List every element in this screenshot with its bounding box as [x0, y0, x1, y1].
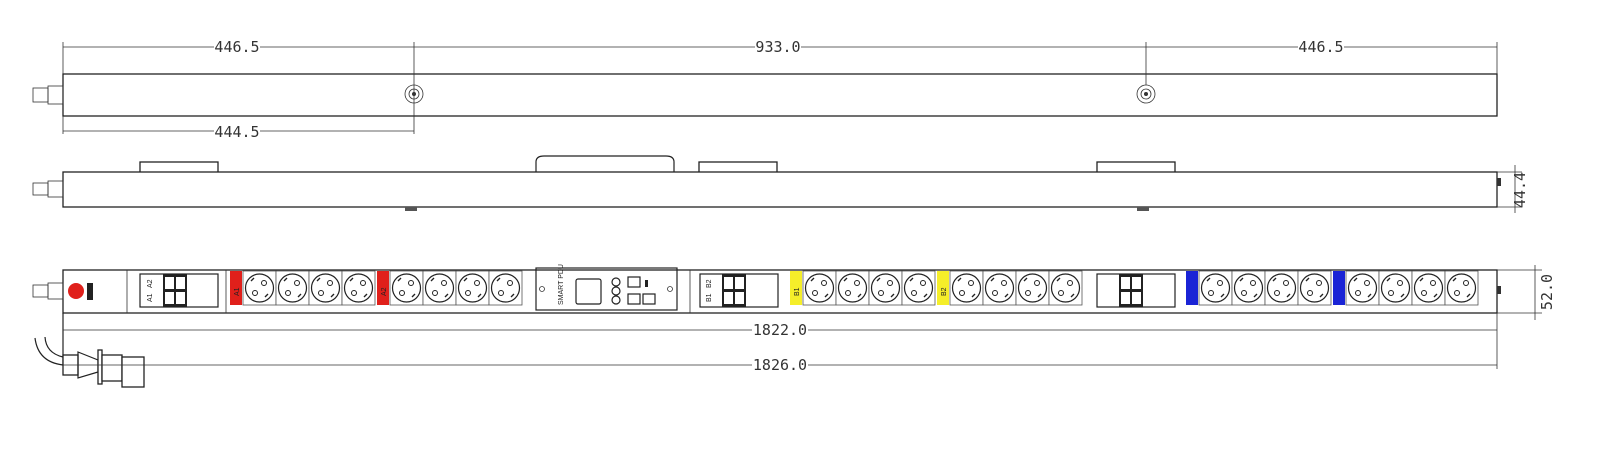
network-port-icon[interactable]: [627, 276, 641, 288]
dim-top-left: 446.5: [214, 38, 259, 56]
breaker-label-b1: B1: [706, 293, 713, 302]
outlet-socket[interactable]: [422, 270, 457, 306]
outlet-socket[interactable]: [308, 270, 343, 306]
dim-inner-length: 1822.0: [753, 321, 807, 339]
outlet-socket[interactable]: [455, 270, 490, 306]
outlet-socket[interactable]: [868, 270, 903, 306]
outlet-socket[interactable]: [949, 270, 984, 306]
breaker-label-b2: B2: [706, 279, 713, 288]
breaker-label-a2: A2: [147, 279, 154, 288]
outlet-socket[interactable]: [242, 270, 277, 306]
breaker-c[interactable]: [1096, 273, 1176, 308]
outlet-socket[interactable]: [1231, 270, 1266, 306]
group-label: B2: [941, 287, 948, 296]
outlet-socket[interactable]: [982, 270, 1017, 306]
monitor-module: SMART PDU: [535, 264, 678, 311]
outlet-socket[interactable]: [802, 270, 837, 306]
monitor-label: SMART PDU: [558, 264, 565, 305]
outlet-socket[interactable]: [1297, 270, 1332, 306]
group-label: A1: [234, 287, 241, 296]
outlet-group: B1: [790, 270, 936, 306]
outlet-socket[interactable]: [389, 270, 424, 306]
cable-gland: [32, 85, 64, 105]
breaker-label-a1: A1: [147, 293, 154, 302]
display-screen: [575, 278, 602, 305]
outlet-socket[interactable]: [1345, 270, 1380, 306]
handle: [535, 155, 675, 173]
top-view-body: [62, 73, 1498, 117]
network-port-icon[interactable]: [642, 293, 656, 305]
outlet-group: A1: [230, 270, 376, 306]
outlet-socket[interactable]: [1198, 270, 1233, 306]
group-label: B1: [794, 287, 801, 296]
outlet-socket[interactable]: [1411, 270, 1446, 306]
outlet-group: [1186, 270, 1332, 306]
outlet-socket[interactable]: [1015, 270, 1050, 306]
outlet-group: B2: [937, 270, 1083, 306]
group-label: A2: [381, 287, 388, 296]
group-color-tag: [1186, 271, 1198, 305]
side-view: 44.4: [32, 155, 1529, 213]
group-color-tag: [1333, 271, 1345, 305]
dim-total-length: 1826.0: [753, 356, 807, 374]
dim-top-middle: 933.0: [755, 38, 800, 56]
breaker-a[interactable]: A1 A2: [139, 273, 219, 308]
power-plug: [34, 336, 145, 388]
outlet-socket[interactable]: [1048, 270, 1083, 306]
outlet-socket[interactable]: [275, 270, 310, 306]
dim-side-height: 44.4: [1511, 172, 1529, 208]
front-view: A1 A2 SMART PDU B1 B2: [32, 264, 1556, 388]
outlet-socket[interactable]: [341, 270, 376, 306]
outlet-socket[interactable]: [1264, 270, 1299, 306]
button-icon[interactable]: [611, 286, 621, 296]
side-view-body: [62, 171, 1498, 208]
button-icon[interactable]: [611, 277, 621, 287]
outlet-socket[interactable]: [1378, 270, 1413, 306]
outlet-socket[interactable]: [1444, 270, 1479, 306]
outlet-group: [1333, 270, 1479, 306]
outlet-group: A2: [377, 270, 523, 306]
button-icon[interactable]: [611, 295, 621, 305]
group-color-tag: [377, 271, 389, 305]
group-color-tag: [230, 271, 242, 305]
breaker-b[interactable]: B1 B2: [699, 273, 779, 308]
dim-top-right: 446.5: [1298, 38, 1343, 56]
outlet-socket[interactable]: [901, 270, 936, 306]
dim-top-bottom-left: 444.5: [214, 123, 259, 141]
dim-front-height: 52.0: [1538, 274, 1556, 310]
group-color-tag: [937, 271, 949, 305]
network-port-icon[interactable]: [627, 293, 641, 305]
brand-logo: [68, 283, 93, 300]
outlet-socket[interactable]: [488, 270, 523, 306]
top-view: 446.5 933.0 446.5 444.5: [32, 38, 1498, 141]
outlet-socket[interactable]: [835, 270, 870, 306]
group-color-tag: [790, 271, 802, 305]
